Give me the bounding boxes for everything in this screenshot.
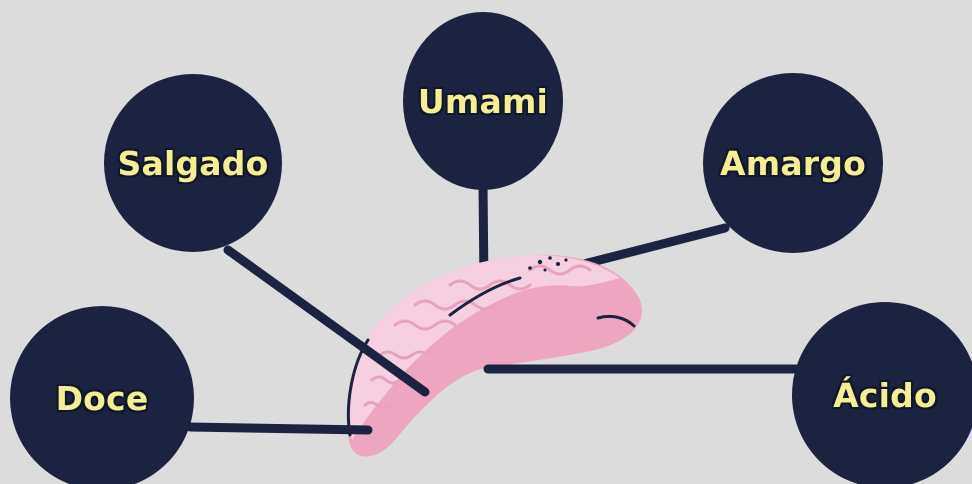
connector-amargo: [580, 228, 725, 265]
taste-label-acido: Ácido: [833, 376, 937, 415]
taste-node-salgado: Salgado: [104, 74, 282, 252]
taste-label-doce: Doce: [56, 379, 149, 418]
tongue: [348, 255, 642, 457]
taste-node-acido: Ácido: [792, 302, 972, 484]
connector-doce: [190, 427, 368, 430]
taste-node-doce: Doce: [10, 306, 194, 484]
taste-label-salgado: Salgado: [118, 144, 269, 183]
taste-label-umami: Umami: [418, 82, 548, 121]
taste-node-umami: Umami: [403, 12, 563, 190]
taste-node-amargo: Amargo: [703, 73, 883, 253]
taste-label-amargo: Amargo: [720, 144, 866, 183]
